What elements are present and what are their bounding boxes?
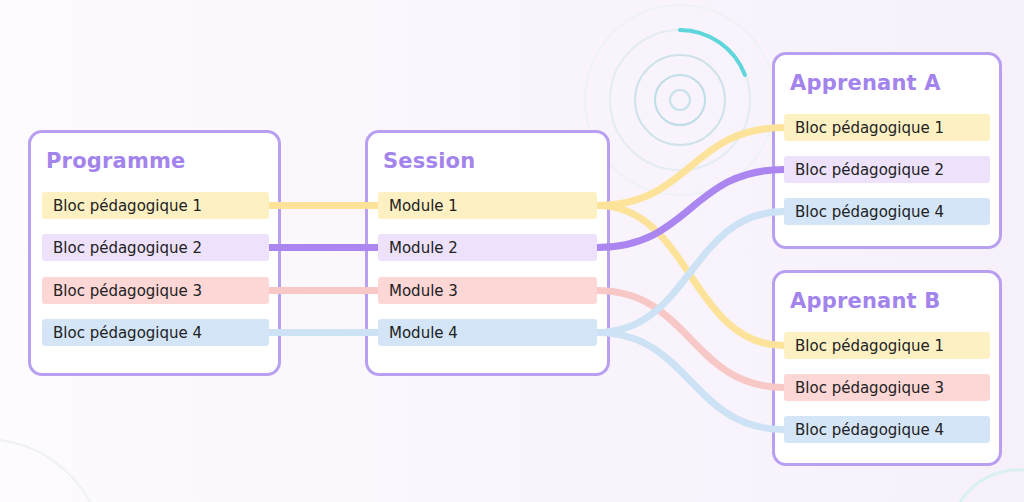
- deco-ring: [610, 30, 750, 170]
- label-text: Bloc pédagogique 4: [53, 324, 202, 342]
- module-label: Module 1: [378, 192, 597, 219]
- box-heading: Apprenant A: [790, 71, 941, 95]
- box-heading: Apprenant B: [790, 289, 941, 313]
- block-label: Bloc pédagogique 1: [42, 192, 269, 219]
- label-text: Module 3: [389, 282, 458, 300]
- flow-connector: [597, 206, 784, 346]
- flow-connector: [597, 170, 784, 248]
- deco-ring: [585, 5, 775, 195]
- label-text: Bloc pédagogique 2: [795, 161, 944, 179]
- deco-arc: [0, 440, 90, 502]
- flow-connector: [269, 202, 378, 209]
- label-text: Bloc pédagogique 3: [795, 379, 944, 397]
- label-text: Module 2: [389, 239, 458, 257]
- deco-ring: [655, 75, 705, 125]
- block-label: Bloc pédagogique 2: [42, 234, 269, 261]
- label-text: Bloc pédagogique 1: [795, 119, 944, 137]
- block-label: Bloc pédagogique 1: [784, 332, 990, 359]
- label-text: Bloc pédagogique 1: [53, 197, 202, 215]
- block-label: Bloc pédagogique 2: [784, 156, 990, 183]
- block-label: Bloc pédagogique 4: [42, 319, 269, 346]
- label-text: Module 1: [389, 197, 458, 215]
- flow-connector: [597, 291, 784, 388]
- block-label: Bloc pédagogique 3: [784, 374, 990, 401]
- label-text: Bloc pédagogique 4: [795, 203, 944, 221]
- module-label: Module 4: [378, 319, 597, 346]
- learner-box: Apprenant A Bloc pédagogique 1 Bloc pédago…: [772, 52, 1002, 249]
- label-text: Bloc pédagogique 2: [53, 239, 202, 257]
- label-text: Bloc pédagogique 3: [53, 282, 202, 300]
- deco-ring: [635, 55, 725, 145]
- flow-connector: [597, 333, 784, 430]
- block-label: Bloc pédagogique 1: [784, 114, 990, 141]
- deco-arc: [960, 470, 1024, 502]
- box-heading: Programme: [46, 149, 186, 173]
- box-heading: Session: [383, 149, 475, 173]
- deco-ring: [670, 90, 690, 110]
- flow-connector: [597, 212, 784, 333]
- flow-connector: [597, 128, 784, 206]
- label-text: Module 4: [389, 324, 458, 342]
- block-label: Bloc pédagogique 4: [784, 416, 990, 443]
- flow-connector: [269, 287, 378, 294]
- session-box: SessionModule 1 Module 2 Module 3 Module 4: [365, 130, 610, 376]
- flow-connector: [269, 244, 378, 251]
- block-label: Bloc pédagogique 4: [784, 198, 990, 225]
- label-text: Bloc pédagogique 4: [795, 421, 944, 439]
- module-label: Module 2: [378, 234, 597, 261]
- module-label: Module 3: [378, 277, 597, 304]
- flow-connector: [269, 329, 378, 336]
- learner-box: Apprenant B Bloc pédagogique 1 Bloc pédago…: [772, 270, 1002, 466]
- label-text: Bloc pédagogique 1: [795, 337, 944, 355]
- block-label: Bloc pédagogique 3: [42, 277, 269, 304]
- program-box: ProgrammeBloc pédagogique 1 Bloc pédagogi…: [28, 130, 281, 376]
